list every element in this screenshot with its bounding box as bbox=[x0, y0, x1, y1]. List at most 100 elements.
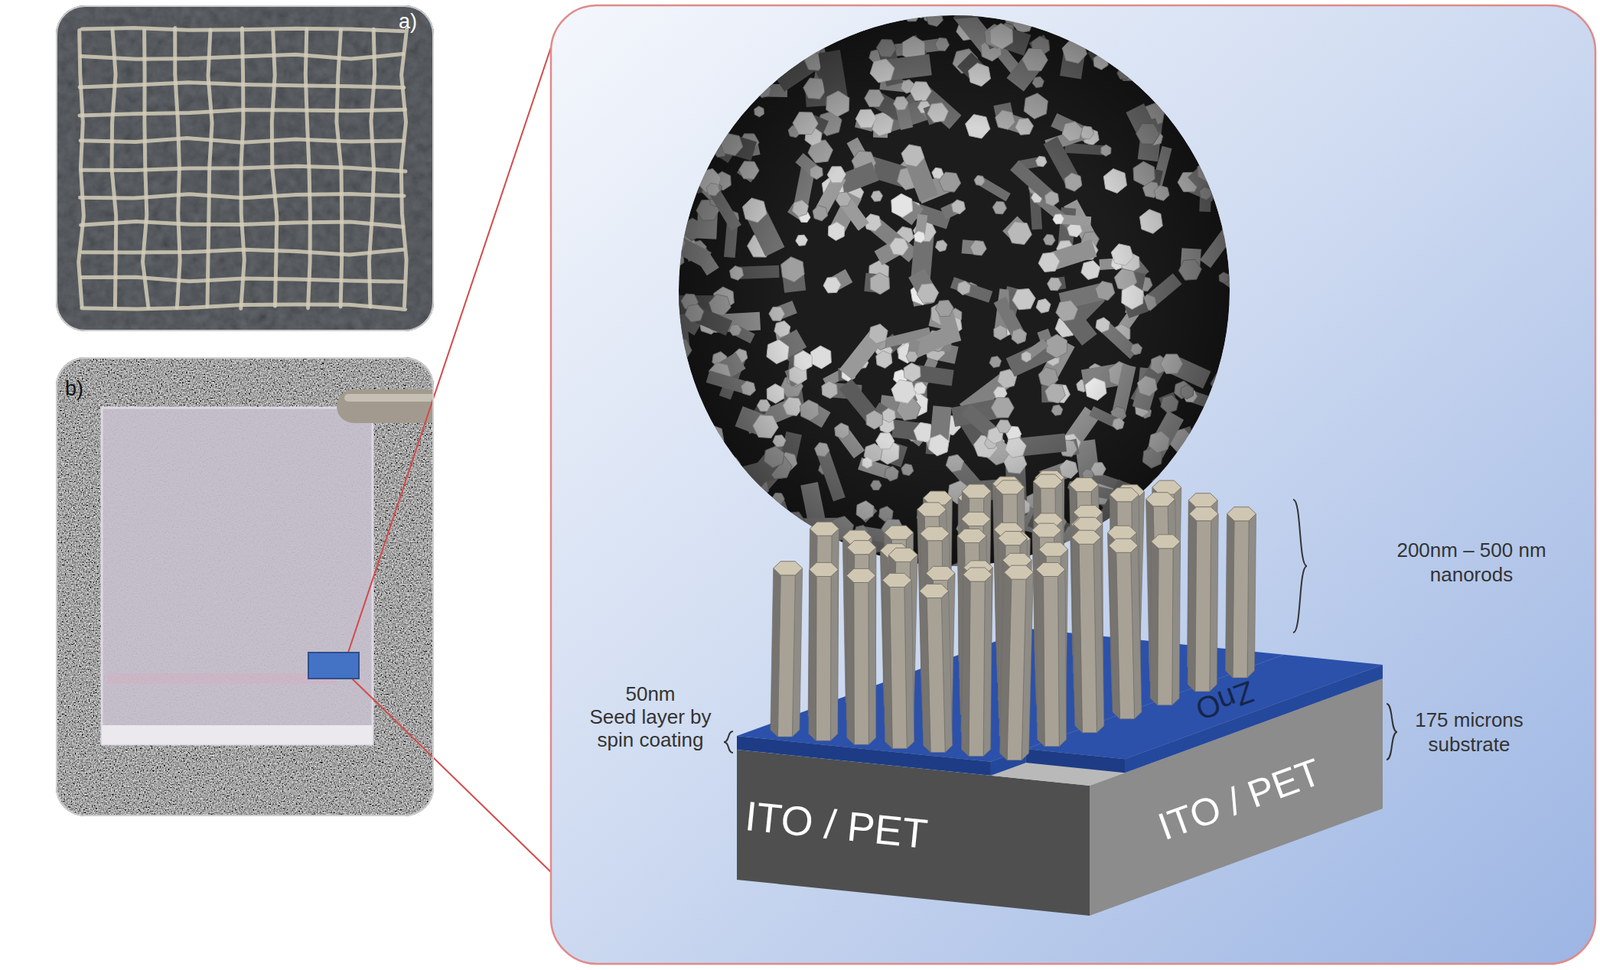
nanorod-top bbox=[1146, 492, 1176, 507]
dimension-label: 200nm – 500 nm nanorods bbox=[1383, 537, 1560, 587]
grid-line bbox=[81, 304, 406, 310]
printed-grid bbox=[78, 28, 408, 310]
sem-ground bbox=[678, 15, 1230, 567]
nanorod-top bbox=[1151, 534, 1181, 549]
seed-bracket bbox=[723, 731, 734, 753]
sem-rod-top bbox=[1171, 461, 1185, 473]
nanorod-top bbox=[1108, 538, 1138, 553]
nanorod-side bbox=[1232, 521, 1249, 678]
sem-rod-top bbox=[1192, 133, 1215, 152]
sem-rod-side bbox=[954, 9, 1006, 14]
flexible-sample bbox=[101, 407, 373, 745]
grid-line bbox=[80, 194, 405, 199]
nanorod-top bbox=[1189, 507, 1219, 522]
grid-line bbox=[305, 29, 310, 309]
nanorod-top bbox=[920, 527, 950, 541]
grid-line bbox=[368, 29, 375, 307]
panel-label: b) bbox=[65, 377, 84, 401]
nanorod-top bbox=[995, 480, 1025, 495]
nanorod-top bbox=[919, 584, 949, 599]
nanorod-side bbox=[830, 570, 838, 742]
sem-rod-side bbox=[1213, 143, 1221, 157]
nanorod-top bbox=[1032, 523, 1062, 538]
zoom-line bbox=[351, 678, 551, 873]
nanorod-top bbox=[1069, 478, 1099, 493]
nanorod-top bbox=[888, 547, 918, 562]
cloth-texture bbox=[55, 357, 434, 817]
grid-line bbox=[400, 29, 407, 307]
nanorod-side bbox=[1000, 572, 1012, 761]
nanorod-side bbox=[1043, 576, 1060, 747]
panel-label: a) bbox=[398, 9, 418, 34]
nanorod-top bbox=[884, 525, 914, 540]
sem-rod-top bbox=[1222, 223, 1237, 240]
nanorod-top bbox=[961, 511, 991, 526]
sem-rod-top bbox=[754, 488, 766, 501]
sem-nanorods bbox=[651, 0, 1249, 584]
nanorod-top bbox=[809, 562, 839, 577]
sem-rod-top bbox=[1221, 207, 1235, 221]
sem-rod-side bbox=[1228, 213, 1245, 218]
nanorod-side bbox=[1172, 541, 1181, 706]
sem-image bbox=[651, 0, 1249, 584]
nanorod-top bbox=[1036, 562, 1066, 577]
dimension-label: 50nm bbox=[625, 682, 675, 706]
nanorod-top bbox=[917, 502, 947, 517]
photo-ground bbox=[55, 357, 434, 817]
nanorod-top bbox=[957, 528, 987, 543]
grid-line bbox=[271, 30, 277, 307]
sem-rod-top bbox=[1119, 52, 1144, 74]
nanorod-side bbox=[968, 581, 985, 757]
nanorod-top bbox=[1003, 565, 1033, 580]
sample-edge bbox=[101, 407, 373, 745]
nanorod-top bbox=[1073, 517, 1103, 532]
nanorod-side bbox=[868, 575, 877, 745]
nanorod-side bbox=[853, 583, 870, 746]
sem-rod-top bbox=[1099, 34, 1113, 48]
nanorod-side bbox=[961, 574, 972, 757]
nanorod-top bbox=[1107, 525, 1137, 540]
nanorod-top bbox=[1072, 530, 1102, 545]
nanorod-side bbox=[808, 570, 817, 742]
sem-rod-side bbox=[672, 358, 678, 400]
grid-line bbox=[82, 249, 404, 255]
sem-rod-side bbox=[671, 247, 675, 259]
nanorod-side bbox=[1150, 541, 1159, 706]
sem-rod-top bbox=[665, 349, 681, 366]
nanorod-top bbox=[1109, 488, 1139, 502]
sem-rod-side bbox=[666, 251, 670, 295]
nanorod-side bbox=[1225, 514, 1236, 678]
nanorod-top bbox=[1032, 474, 1063, 489]
sem-rod-top bbox=[1148, 77, 1166, 95]
nanorod-side bbox=[1195, 521, 1212, 692]
photo-a bbox=[55, 5, 434, 332]
nanorod-side bbox=[889, 587, 907, 750]
thickness-bracket bbox=[1386, 703, 1398, 760]
photo-panel: b) bbox=[55, 357, 434, 817]
sem-rod-side bbox=[654, 243, 678, 265]
layer-note: Seed layer by spin coating bbox=[580, 705, 722, 752]
sem-rod-side bbox=[1221, 384, 1242, 426]
nanorod-side bbox=[1108, 545, 1120, 720]
nanorod-top bbox=[1039, 542, 1069, 557]
sem-rod-top bbox=[1215, 181, 1232, 199]
tweezer-tip bbox=[336, 389, 434, 424]
sample-tint bbox=[107, 673, 337, 685]
sem-rod-top bbox=[1143, 79, 1154, 92]
nanorod-side bbox=[846, 575, 854, 745]
nanorod-side bbox=[882, 580, 893, 749]
sem-rod-side bbox=[775, 522, 795, 543]
nanorod-top bbox=[997, 531, 1027, 546]
photo-ground bbox=[55, 5, 434, 332]
sem-rod-top bbox=[915, 6, 927, 18]
sem-rod-top bbox=[999, 5, 1011, 16]
sem-rod-side bbox=[925, 0, 930, 17]
sem-rod-side bbox=[1127, 59, 1130, 74]
nanorod-side bbox=[815, 576, 831, 742]
nanorod-top bbox=[773, 561, 803, 576]
photo-grain bbox=[55, 5, 434, 332]
nanorod-top bbox=[925, 566, 955, 581]
nanorod-side bbox=[1072, 537, 1083, 734]
nanorod-top bbox=[961, 484, 991, 499]
nanorod-side bbox=[770, 568, 781, 737]
